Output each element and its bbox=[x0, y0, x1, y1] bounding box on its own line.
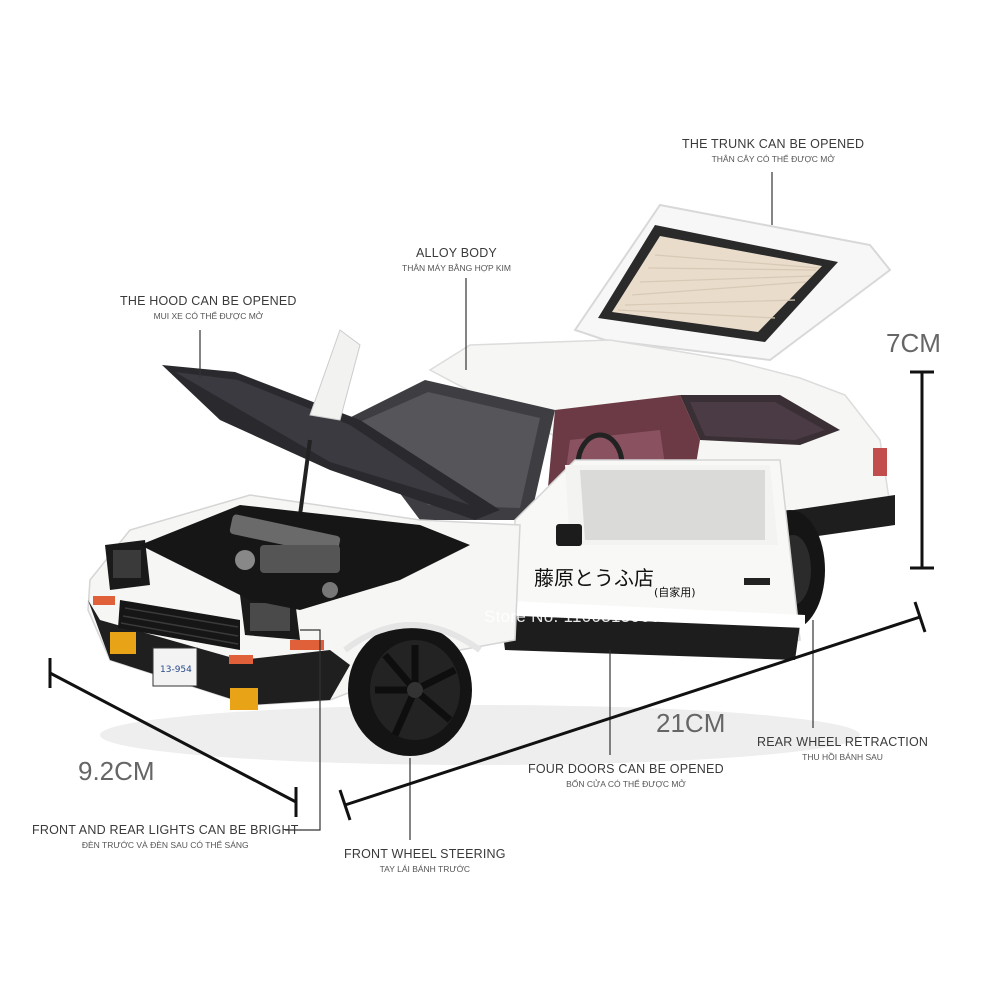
callout-alloy-title: ALLOY BODY bbox=[416, 246, 497, 260]
callout-trunk-title: THE TRUNK CAN BE OPENED bbox=[682, 137, 865, 151]
length-label: 21CM bbox=[656, 708, 726, 738]
open-trunk-lid bbox=[573, 203, 892, 362]
callout-hood-title: THE HOOD CAN BE OPENED bbox=[120, 294, 297, 308]
callout-lights-title: FRONT AND REAR LIGHTS CAN BE BRIGHT bbox=[32, 823, 299, 837]
callout-trunk: THE TRUNK CAN BE OPENED THÂN CÂY CÓ THỂ … bbox=[682, 137, 864, 164]
door-sub-lettering: (自家用) bbox=[654, 585, 696, 599]
length-dimension-bar bbox=[344, 615, 921, 807]
door-lettering: 藤原とうふ店 bbox=[534, 566, 654, 590]
callout-steering: FRONT WHEEL STEERING TAY LÁI BÁNH TRƯỚC bbox=[344, 847, 506, 874]
callout-steering-title: FRONT WHEEL STEERING bbox=[344, 847, 506, 861]
callout-alloy-body: ALLOY BODY THÂN MÁY BẰNG HỢP KIM bbox=[402, 246, 511, 273]
callout-rear-wheel: REAR WHEEL RETRACTION THU HỒI BÁNH SAU bbox=[757, 735, 928, 762]
front-wheel bbox=[348, 624, 472, 756]
width-dimension-bar bbox=[49, 671, 297, 804]
height-label: 7CM bbox=[886, 328, 941, 358]
callout-alloy-subtitle: THÂN MÁY BẰNG HỢP KIM bbox=[402, 263, 511, 273]
callout-rear-title: REAR WHEEL RETRACTION bbox=[757, 735, 929, 749]
callout-doors-subtitle: BỐN CỬA CÓ THỂ ĐƯỢC MỞ bbox=[566, 779, 686, 789]
callout-doors: FOUR DOORS CAN BE OPENED BỐN CỬA CÓ THỂ … bbox=[528, 762, 724, 789]
callout-steering-subtitle: TAY LÁI BÁNH TRƯỚC bbox=[379, 864, 471, 874]
callout-hood-subtitle: MUI XE CÓ THỂ ĐƯỢC MỞ bbox=[153, 311, 264, 321]
plate-number: 13-954 bbox=[160, 665, 192, 675]
license-plate bbox=[152, 647, 198, 687]
open-hood bbox=[162, 365, 500, 520]
callout-trunk-subtitle: THÂN CÂY CÓ THỂ ĐƯỢC MỞ bbox=[711, 154, 835, 164]
store-watermark: Store No. 1100313066 bbox=[484, 607, 660, 626]
callout-rear-subtitle: THU HỒI BÁNH SAU bbox=[802, 752, 883, 762]
callout-lights: FRONT AND REAR LIGHTS CAN BE BRIGHT ĐÈN … bbox=[32, 823, 299, 850]
width-label: 9.2CM bbox=[78, 756, 155, 786]
callout-doors-title: FOUR DOORS CAN BE OPENED bbox=[528, 762, 724, 776]
callout-hood: THE HOOD CAN BE OPENED MUI XE CÓ THỂ ĐƯỢ… bbox=[120, 294, 297, 321]
open-front-door: 藤原とうふ店 (自家用) bbox=[490, 459, 805, 660]
callout-lights-subtitle: ĐÈN TRƯỚC VÀ ĐÈN SAU CÓ THỂ SÁNG bbox=[81, 840, 249, 850]
